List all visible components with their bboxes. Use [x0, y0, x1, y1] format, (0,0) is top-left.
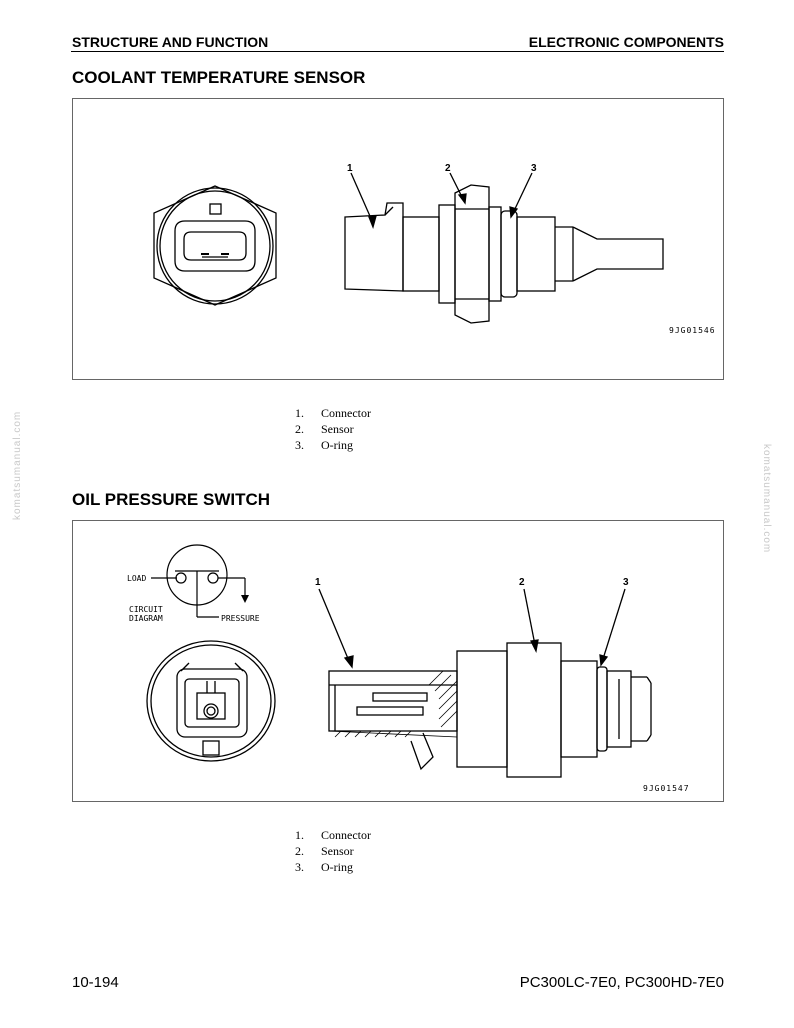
legend-item: 1. Connector — [295, 405, 371, 421]
circuit-arrow — [241, 595, 249, 603]
legend-text: Sensor — [321, 844, 354, 858]
legend-item: 2. Sensor — [295, 421, 371, 437]
coolant-sensor-end-view — [153, 185, 277, 306]
model-designation: PC300LC-7E0, PC300HD-7E0 — [519, 974, 724, 991]
legend-num: 1. — [295, 406, 304, 420]
oil-callout-2: 2 — [519, 577, 525, 588]
oil-switch-side-view — [328, 642, 652, 778]
legend-item: 2. Sensor — [295, 843, 371, 859]
legend-num: 3. — [295, 860, 304, 874]
legend-item: 3. O-ring — [295, 437, 371, 453]
circuit-label-pressure: PRESSURE — [221, 614, 260, 623]
circuit-label-diagram: DIAGRAM — [129, 614, 163, 623]
coolant-sensor-figure: 1 2 3 9JG01546 — [72, 98, 724, 380]
circuit-label-load: LOAD — [127, 574, 146, 583]
connector-hatching — [328, 670, 458, 738]
legend-text: Connector — [321, 828, 371, 842]
legend-num: 2. — [295, 422, 304, 436]
oil-legend: 1. Connector 2. Sensor 3. O-ring — [295, 827, 371, 875]
header-chapter-title: ELECTRONIC COMPONENTS — [528, 34, 724, 50]
oil-callout-leaders — [318, 588, 626, 669]
coolant-figure-code: 9JG01546 — [669, 326, 716, 335]
coolant-callout-leaders — [350, 172, 533, 230]
legend-num: 2. — [295, 844, 304, 858]
oil-switch-end-view — [146, 640, 276, 762]
coolant-callout-3: 3 — [531, 163, 537, 174]
oil-switch-figure: LOAD CIRCUIT DIAGRAM PRESSURE — [72, 520, 724, 802]
legend-text: O-ring — [321, 438, 353, 452]
oil-switch-title: OIL PRESSURE SWITCH — [72, 490, 271, 509]
header-section-title: STRUCTURE AND FUNCTION — [72, 34, 269, 50]
watermark-right: komatsumanual.com — [761, 444, 772, 554]
legend-num: 1. — [295, 828, 304, 842]
coolant-sensor-pins — [201, 253, 229, 255]
legend-num: 3. — [295, 438, 304, 452]
legend-item: 3. O-ring — [295, 859, 371, 875]
legend-text: Sensor — [321, 422, 354, 436]
oil-callout-1: 1 — [315, 577, 321, 588]
page-number: 10-194 — [72, 974, 119, 991]
circuit-label-circuit: CIRCUIT — [129, 605, 163, 614]
oil-callout-3: 3 — [623, 577, 629, 588]
legend-item: 1. Connector — [295, 827, 371, 843]
coolant-sensor-side-view — [344, 184, 664, 324]
oil-figure-code: 9JG01547 — [643, 784, 690, 793]
oil-switch-drawing: LOAD CIRCUIT DIAGRAM PRESSURE — [127, 544, 690, 793]
coolant-sensor-title: COOLANT TEMPERATURE SENSOR — [72, 68, 366, 87]
coolant-sensor-drawing: 1 2 3 9JG01546 — [153, 163, 716, 335]
circuit-diagram — [151, 544, 246, 618]
coolant-callout-1: 1 — [347, 163, 353, 174]
coolant-callout-2: 2 — [445, 163, 451, 174]
legend-text: O-ring — [321, 860, 353, 874]
legend-text: Connector — [321, 406, 371, 420]
header-rule — [71, 51, 724, 52]
watermark-left: komatsumanual.com — [12, 410, 23, 520]
coolant-legend: 1. Connector 2. Sensor 3. O-ring — [295, 405, 371, 453]
